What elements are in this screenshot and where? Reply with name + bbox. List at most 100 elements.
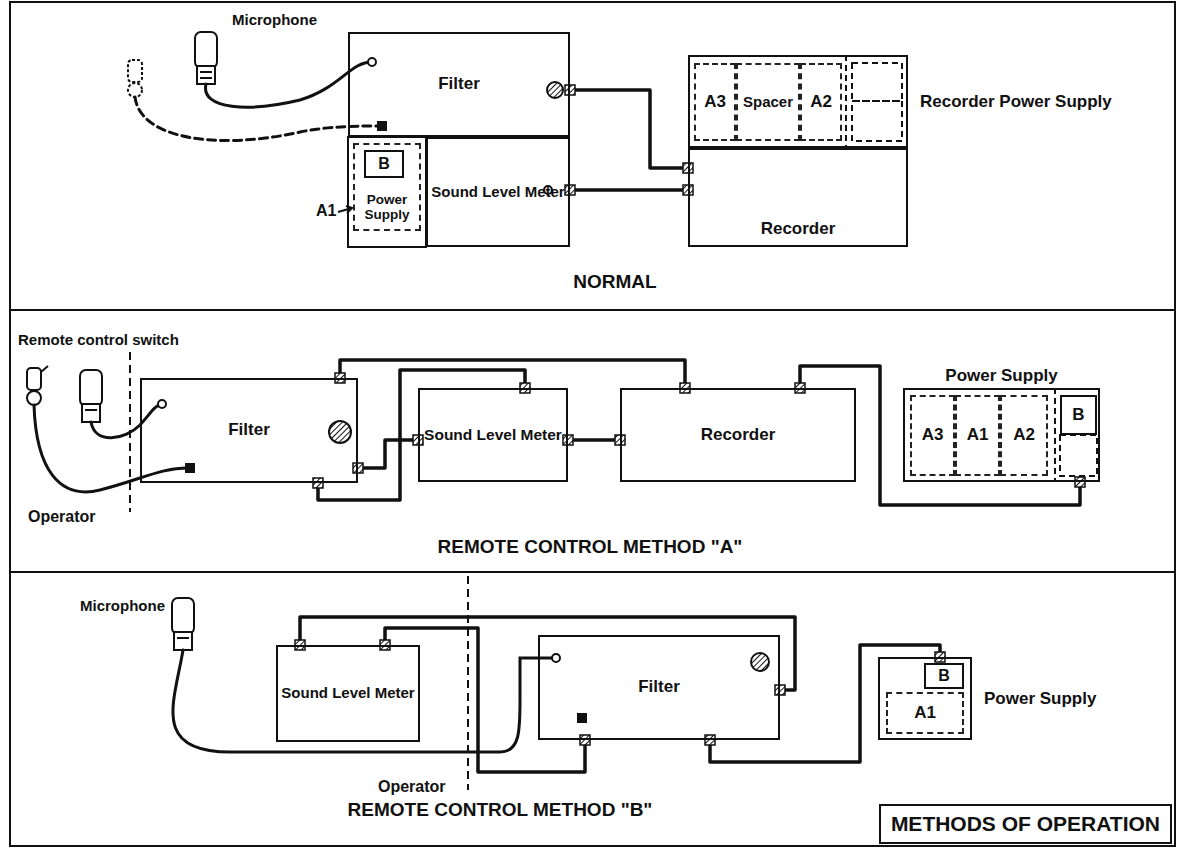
equipment-box: Power SupplyBA1 xyxy=(878,657,972,740)
dashed-compartment: A2 xyxy=(1000,395,1048,476)
unit-name: Filter xyxy=(228,421,270,440)
unit-name: A2 xyxy=(1013,426,1035,445)
dashed-compartment: A1 xyxy=(955,395,1000,476)
equipment-box: Recorder Power SupplyA3SpacerA2 xyxy=(688,55,908,148)
panel-caption: REMOTE CONTROL METHOD "B" xyxy=(348,800,653,821)
unit-name: A3 xyxy=(922,426,944,445)
unit-name: Power Supply xyxy=(355,193,419,223)
title-box: METHODS OF OPERATION xyxy=(879,804,1172,844)
unit-name: Sound Level Meter xyxy=(431,184,564,201)
jack xyxy=(378,122,386,130)
equipment-box: Recorder xyxy=(620,388,856,482)
part-label: Operator xyxy=(378,778,446,796)
equipment-box: Filter xyxy=(538,635,780,740)
cable xyxy=(568,438,620,442)
leader-head xyxy=(346,206,352,213)
switch-cable xyxy=(34,405,188,492)
plug xyxy=(353,463,363,473)
connector xyxy=(329,421,351,443)
microphone xyxy=(195,32,217,84)
remote-switch xyxy=(27,366,48,405)
mic-cable xyxy=(91,404,162,438)
dashed-compartment: Spacer xyxy=(736,63,800,141)
equipment-box: Sound Level Meter xyxy=(426,137,570,247)
dashed-compartment: A3 xyxy=(910,395,955,476)
part-label: Microphone xyxy=(80,598,165,615)
mic-cable xyxy=(173,650,556,752)
plug xyxy=(565,85,575,95)
cable xyxy=(800,366,1080,505)
jack xyxy=(158,400,166,408)
unit-name: Recorder xyxy=(761,220,836,239)
unit-name: A2 xyxy=(810,93,832,112)
unit-name: Filter xyxy=(438,75,480,94)
cable xyxy=(710,645,940,762)
dashed-compartment: A1 xyxy=(886,692,964,734)
operator-line xyxy=(467,576,469,790)
plug xyxy=(705,735,715,745)
microphone xyxy=(80,370,102,422)
dashed-divider xyxy=(845,55,847,148)
unit-heading: Power Supply xyxy=(984,689,1096,708)
battery-slot xyxy=(1060,435,1097,476)
unit-name: B xyxy=(938,667,950,685)
panel-divider xyxy=(10,309,1175,311)
cable xyxy=(300,617,795,690)
remote-switch xyxy=(128,60,142,97)
part-label: Microphone xyxy=(232,12,317,29)
unit-heading: Power Supply xyxy=(945,367,1057,386)
frame xyxy=(10,2,1175,846)
plug xyxy=(565,185,575,195)
plug xyxy=(1075,477,1085,487)
panel-caption: NORMAL xyxy=(573,272,656,293)
dashed-divider xyxy=(1054,388,1056,482)
plug xyxy=(313,478,323,488)
cable xyxy=(385,628,585,772)
battery-slot xyxy=(852,63,902,101)
unit-name: A3 xyxy=(704,93,726,112)
unit-name: Recorder xyxy=(701,426,776,445)
plug xyxy=(775,685,785,695)
unit-name: Spacer xyxy=(743,94,793,111)
dashed-compartment: A2 xyxy=(800,63,842,141)
jack xyxy=(368,58,376,66)
dashed-compartment: A3 xyxy=(694,63,736,141)
panel-divider xyxy=(10,571,1175,573)
battery-slot xyxy=(852,101,902,141)
case-cell xyxy=(348,137,426,247)
cable xyxy=(570,90,688,168)
unit-name: A1 xyxy=(914,704,936,723)
equipment-box: Filter xyxy=(140,378,358,483)
jack xyxy=(186,464,194,472)
panel-caption: REMOTE CONTROL METHOD "A" xyxy=(438,537,743,558)
cable xyxy=(358,440,418,468)
equipment-box: Sound Level Meter xyxy=(418,388,568,482)
dashed-compartment: Power Supply B xyxy=(353,143,421,231)
equipment-box: Power SupplyA3A1A2B xyxy=(903,388,1100,482)
unit-name: Filter xyxy=(638,678,680,697)
switch-cable xyxy=(135,97,380,141)
equipment-box: Filter xyxy=(348,32,570,137)
microphone xyxy=(172,598,194,650)
equipment-box: Recorder xyxy=(688,148,908,247)
equipment-box: B xyxy=(364,150,404,178)
jack xyxy=(552,654,560,662)
connector xyxy=(751,653,769,671)
unit-name: B xyxy=(378,155,390,173)
equipment-box: B xyxy=(924,663,964,689)
unit-name: Sound Level Meter xyxy=(424,426,562,443)
equipment-box: B xyxy=(1060,395,1097,435)
plug xyxy=(563,435,573,445)
connector xyxy=(547,82,563,98)
jack xyxy=(578,714,586,722)
cable xyxy=(570,188,688,192)
cable xyxy=(340,360,685,388)
part-label: A1 xyxy=(316,202,336,220)
unit-name: A1 xyxy=(967,426,989,445)
part-label: Operator xyxy=(28,508,96,526)
part-label: Remote control switch xyxy=(18,332,179,349)
unit-name: B xyxy=(1072,406,1084,425)
equipment-box: Sound Level Meter xyxy=(276,645,420,742)
plug xyxy=(580,735,590,745)
unit-heading: Recorder Power Supply xyxy=(920,92,1112,111)
